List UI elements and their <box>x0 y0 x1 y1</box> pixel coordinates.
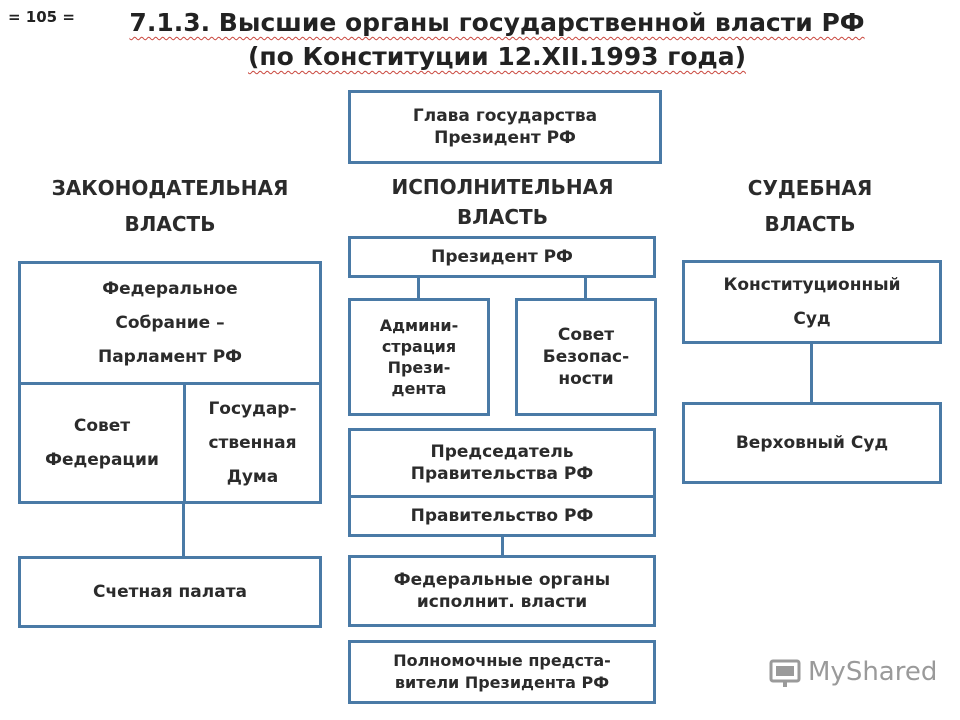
presentation-icon <box>769 659 801 687</box>
security-council-box: Совет Безопас- ности <box>515 298 657 416</box>
connector-courts <box>810 344 813 404</box>
accounts-chamber-box: Счетная палата <box>18 556 322 628</box>
connector-president-administration <box>417 278 420 300</box>
government-box: Правительство РФ <box>348 495 656 537</box>
connector-government-bodies <box>501 537 504 557</box>
presidential-representatives-box: Полномочные предста- вители Президента Р… <box>348 640 656 704</box>
head-of-state-box: Глава государства Президент РФ <box>348 90 662 164</box>
watermark-text: MyShared <box>808 657 938 687</box>
supreme-court-box: Верховный Суд <box>682 402 942 484</box>
page-number: = 105 = <box>8 8 75 26</box>
state-duma-box: Государ- ственная Дума <box>183 382 322 504</box>
administration-box: Админи- страция Прези- дента <box>348 298 490 416</box>
connector-duma-accounts <box>182 504 185 558</box>
federal-assembly-box: Федеральное Собрание – Парламент РФ <box>18 261 322 385</box>
connector-president-security <box>584 278 587 300</box>
federal-bodies-box: Федеральные органы исполнит. власти <box>348 555 656 627</box>
watermark: MyShared <box>768 655 937 689</box>
constitutional-court-box: Конституционный Суд <box>682 260 942 344</box>
prime-minister-box: Председатель Правительства РФ <box>348 428 656 498</box>
page-title: 7.1.3. Высшие органы государственной вла… <box>129 8 865 71</box>
judicial-heading: СУДЕБНАЯ ВЛАСТЬ <box>747 176 873 236</box>
federation-council-box: Совет Федерации <box>18 382 186 504</box>
executive-heading: ИСПОЛНИТЕЛЬНАЯ ВЛАСТЬ <box>391 175 614 229</box>
legislative-heading: ЗАКОНОДАТЕЛЬНАЯ ВЛАСТЬ <box>51 176 289 236</box>
president-box: Президент РФ <box>348 236 656 278</box>
